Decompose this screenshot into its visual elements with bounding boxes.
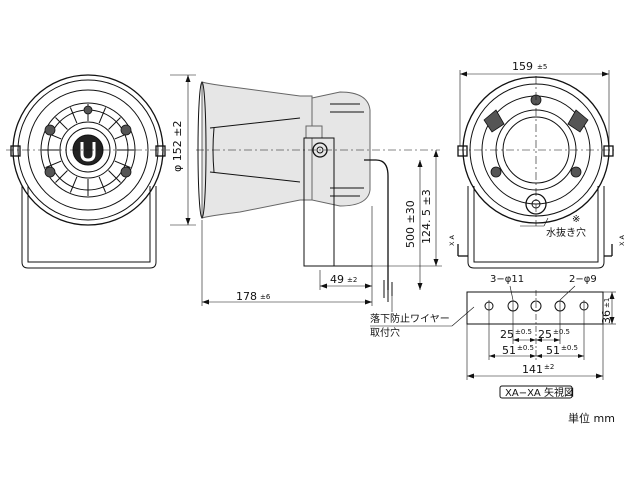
front-screw-1 xyxy=(44,124,56,136)
svg-text:25±0.5: 25±0.5 xyxy=(538,328,570,341)
bracket-depth-value: 49 xyxy=(330,273,344,286)
drain-mark: ※ xyxy=(572,214,580,225)
bracket-bottom-view: 3−φ11 2−φ9 36±1 25±0.5 25±0.5 51±0.5 51±… xyxy=(466,274,616,399)
bracket-height-tol: ±1 xyxy=(603,298,611,308)
front-rib xyxy=(69,176,78,193)
hole-offset-b-tol: ±0.5 xyxy=(561,344,578,352)
cable xyxy=(364,159,389,290)
svg-text:51±0.5: 51±0.5 xyxy=(546,344,578,357)
svg-text:36±1: 36±1 xyxy=(600,298,613,324)
front-right-bolt xyxy=(155,145,166,157)
depth-dimension: 178±6 xyxy=(201,206,373,306)
drain-callout: ※ 水抜き穴 xyxy=(520,214,586,239)
front-screw-5 xyxy=(83,105,93,115)
unit-label: 単位 mm xyxy=(568,411,615,425)
hole-offset-b-value: 51 xyxy=(546,344,560,357)
front-rib xyxy=(55,170,68,183)
u-logo-glyph xyxy=(80,142,96,162)
front-rib xyxy=(69,107,78,124)
rear-bracket xyxy=(467,186,605,269)
front-rib xyxy=(45,160,62,169)
section-markers: X A X A xyxy=(448,234,626,257)
drain-label: 水抜き穴 xyxy=(546,226,586,239)
side-bracket-bolt-core xyxy=(316,146,324,154)
cable-ends xyxy=(383,280,393,302)
width-top-value: 159 xyxy=(512,60,533,73)
front-view xyxy=(6,74,170,269)
svg-text:159±5: 159 ±5 xyxy=(512,60,547,73)
svg-text:141±2: 141±2 xyxy=(522,363,554,376)
horn-inner-lines xyxy=(209,117,301,183)
front-rib xyxy=(108,170,121,183)
width-top-dimension: 159 ±5 xyxy=(459,60,610,146)
driver-fins xyxy=(330,103,364,197)
rear-bracket-inner xyxy=(473,186,599,263)
bracket-depth-tol: ±2 xyxy=(347,276,357,284)
rear-screw-right xyxy=(570,166,582,178)
front-screw-4 xyxy=(120,166,132,178)
width-top-tol: ±5 xyxy=(537,63,547,71)
bracket-length-value: 141 xyxy=(522,363,543,376)
side-view xyxy=(196,81,440,302)
fall-wire-label-2: 取付穴 xyxy=(370,326,400,339)
front-screw-3 xyxy=(44,166,56,178)
depth-value: 178 xyxy=(236,290,257,303)
rear-screw-left xyxy=(490,166,502,178)
front-rib xyxy=(114,160,131,169)
rear-clamp-left xyxy=(483,109,505,133)
front-screw-2 xyxy=(120,124,132,136)
front-rib xyxy=(98,176,107,193)
hole-offset-a-value: 51 xyxy=(502,344,516,357)
rear-view xyxy=(457,76,614,269)
bracket-plate xyxy=(466,291,604,325)
svg-text:51±0.5: 51±0.5 xyxy=(502,344,534,357)
bracket-height-value: 36 xyxy=(600,310,613,324)
hole-spacing-a-tol: ±0.5 xyxy=(515,328,532,336)
front-bracket xyxy=(21,186,157,269)
fall-wire-callout: 落下防止ワイヤー 取付穴 xyxy=(370,296,475,339)
holes-small-label: 2−φ9 xyxy=(569,274,597,285)
diameter-label: φ 152 ±2 xyxy=(171,121,184,172)
fall-wire-label-1: 落下防止ワイヤー xyxy=(370,312,450,325)
front-rib xyxy=(55,117,68,130)
hole-spacing-a-value: 25 xyxy=(500,328,514,341)
height-offset-dimension: 124. 5 ±3 xyxy=(372,150,442,267)
view-name-label: XA−XA 矢視図 xyxy=(505,386,574,399)
section-right-label: X A xyxy=(618,234,626,246)
hole-spacing-b-tol: ±0.5 xyxy=(553,328,570,336)
diameter-dimension: φ 152 ±2 xyxy=(170,74,196,226)
view-name-box xyxy=(499,385,573,399)
front-rib xyxy=(98,107,107,124)
driver-clamp xyxy=(305,125,323,139)
svg-text:178±6: 178±6 xyxy=(236,290,271,303)
height-offset-label: 124. 5 ±3 xyxy=(420,189,433,244)
front-left-bolt xyxy=(10,145,21,157)
holes-large-label: 3−φ11 xyxy=(490,274,524,285)
rear-clamp-right xyxy=(567,109,589,133)
hole-spacing-b-value: 25 xyxy=(538,328,552,341)
cable-length-label: 500 ±30 xyxy=(404,200,417,248)
svg-text:49±2: 49±2 xyxy=(330,273,357,286)
hole-offset-a-tol: ±0.5 xyxy=(517,344,534,352)
depth-tol: ±6 xyxy=(260,293,271,301)
section-left-label: X A xyxy=(448,234,456,246)
bracket-length-tol: ±2 xyxy=(544,363,554,371)
cable-length-dimension: 500 ±30 xyxy=(404,160,423,290)
front-bracket-inner xyxy=(27,186,151,263)
driver-body xyxy=(311,91,371,207)
svg-text:25±0.5: 25±0.5 xyxy=(500,328,532,341)
bracket-depth-dimension: 49±2 xyxy=(319,270,372,290)
front-rib xyxy=(108,117,121,130)
